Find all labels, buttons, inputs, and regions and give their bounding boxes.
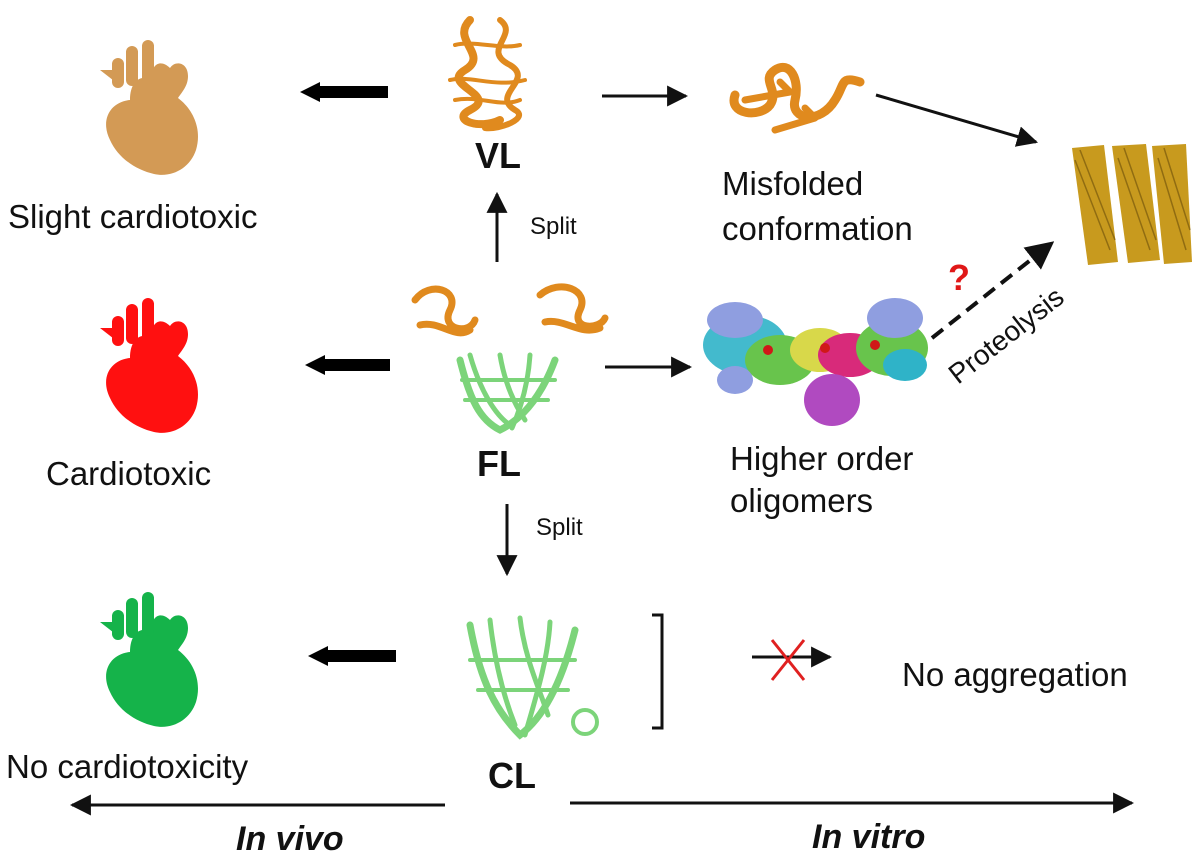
- label-no-aggregation: No aggregation: [902, 656, 1128, 693]
- thick-arrow-to-slight-heart: [300, 82, 388, 102]
- label-in-vitro: In vitro: [812, 818, 925, 856]
- heart-no-cardiotoxicity-icon: [100, 592, 198, 727]
- proteolysis-dashed-arrow: [930, 241, 1055, 340]
- label-cardiotoxic: Cardiotoxic: [46, 455, 211, 492]
- arrow-misfolded-to-fibrils: [875, 93, 1039, 147]
- label-no-cardiotoxicity: No cardiotoxicity: [6, 748, 249, 785]
- label-cl: CL: [488, 755, 536, 796]
- cl-protein-structure-icon: [466, 615, 599, 740]
- vl-protein-structure-icon: [448, 16, 527, 132]
- heart-slight-cardiotoxic-icon: [100, 40, 198, 175]
- label-misfolded-line2: conformation: [722, 210, 913, 247]
- misfolded-conformation-icon: [729, 63, 865, 134]
- cl-bracket: [652, 613, 664, 730]
- question-mark: ?: [948, 257, 970, 298]
- thick-arrow-to-cardiotoxic-heart: [305, 355, 390, 375]
- amyloid-fibrils-icon: [1072, 144, 1192, 265]
- higher-order-oligomers-icon: [703, 298, 928, 426]
- red-x-icon: [770, 639, 806, 681]
- fl-protein-structure-icon: [411, 283, 609, 434]
- label-oligomers-line2: oligomers: [730, 482, 873, 519]
- label-in-vivo: In vivo: [236, 820, 344, 858]
- label-vl: VL: [475, 135, 521, 176]
- label-oligomers-line1: Higher order: [730, 440, 913, 477]
- heart-cardiotoxic-icon: [100, 298, 198, 433]
- label-fl: FL: [477, 443, 521, 484]
- label-split-down: Split: [536, 514, 583, 541]
- label-misfolded-line1: Misfolded: [722, 165, 863, 202]
- label-split-up: Split: [530, 213, 577, 240]
- thick-arrow-to-no-cardio-heart: [308, 646, 396, 666]
- label-slight-cardiotoxic: Slight cardiotoxic: [8, 198, 257, 235]
